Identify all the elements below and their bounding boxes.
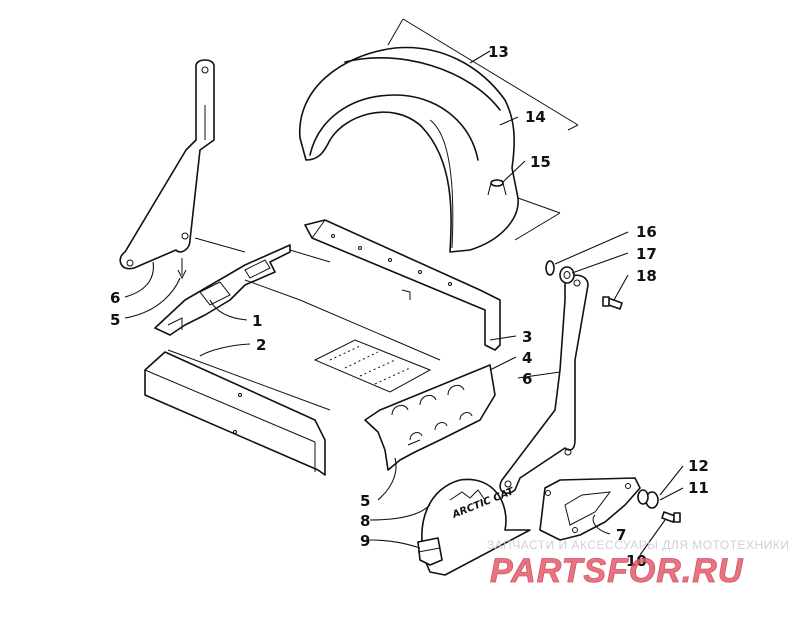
callout-18: 18	[636, 267, 657, 285]
front-slotted-bracket	[364, 364, 496, 471]
clip	[417, 537, 443, 566]
callout-7: 7	[616, 526, 626, 544]
callout-6-right: 6	[522, 370, 532, 388]
callout-12: 12	[688, 457, 709, 475]
rear-rail	[304, 219, 501, 351]
callout-14: 14	[525, 108, 546, 126]
mounting-pad	[313, 339, 432, 393]
callout-6-left: 6	[110, 289, 120, 307]
callout-5-bottom: 5	[360, 492, 370, 510]
hinge-bracket	[154, 244, 291, 336]
callout-numbers: 13 14 15 16 17 18 6 5 1 2 3 4 6 5 8 9 7 …	[110, 43, 709, 570]
watermark-tagline: ЗАПЧАСТИ И АКСЕССУАРЫ ДЛЯ МОТОТЕХНИКИ	[487, 538, 789, 552]
callout-5-left: 5	[110, 311, 120, 329]
callout-11: 11	[688, 479, 709, 497]
logo-plate: ARCTIC CAT	[421, 478, 531, 576]
callout-17: 17	[636, 245, 657, 263]
callout-16: 16	[636, 223, 657, 241]
callout-13: 13	[488, 43, 509, 61]
callout-10: 10	[626, 552, 647, 570]
callout-9: 9	[360, 532, 370, 550]
callout-2: 2	[256, 336, 266, 354]
seat-base-outline	[167, 237, 441, 411]
callout-3: 3	[522, 328, 532, 346]
backrest-bracket-left	[119, 59, 215, 280]
triangular-bracket	[539, 477, 641, 541]
seat-base	[144, 351, 326, 476]
hardware	[545, 260, 681, 523]
callout-15: 15	[530, 153, 551, 171]
backrest-bracket-right	[499, 274, 589, 495]
callout-1: 1	[252, 312, 262, 330]
backrest-cushion	[299, 18, 579, 253]
watermark: ЗАПЧАСТИ И АКСЕССУАРЫ ДЛЯ МОТОТЕХНИКИ PA…	[487, 538, 789, 590]
callout-4: 4	[522, 349, 532, 367]
watermark-brand: PARTSFOR.RU	[490, 552, 744, 590]
leader-lines	[124, 50, 684, 556]
callout-8: 8	[360, 512, 370, 530]
